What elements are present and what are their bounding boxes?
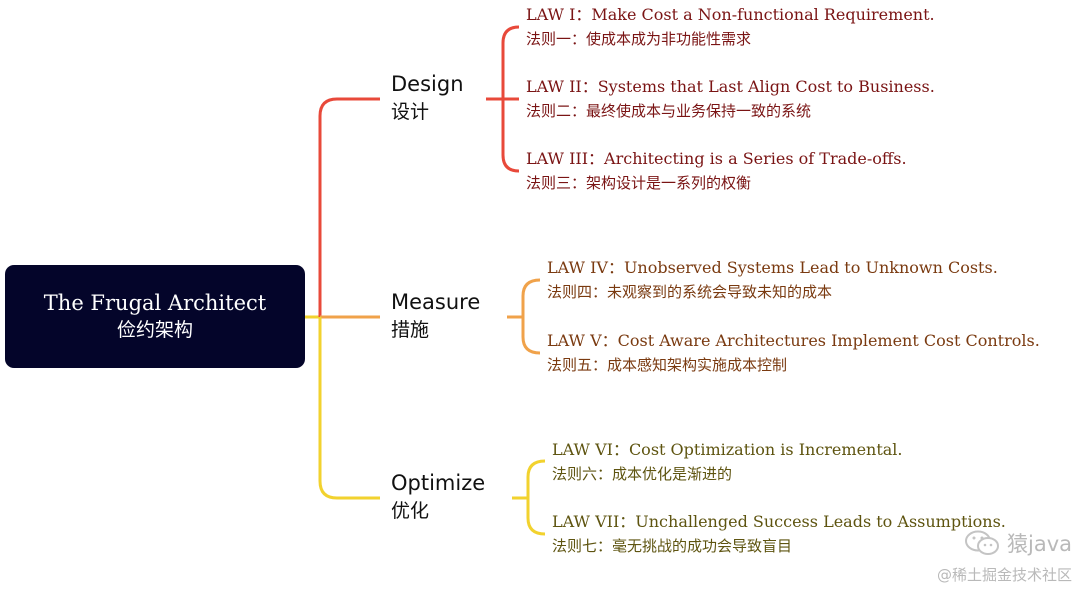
law-2-en: LAW II：Systems that Last Align Cost to B…	[526, 77, 935, 96]
law-7-zh: 法则七：毫无挑战的成功会导致盲目	[552, 537, 793, 555]
optimize-connector	[318, 317, 380, 500]
design-connector	[318, 97, 380, 317]
measure-bracket	[507, 278, 541, 355]
branch-measure-zh: 措施	[391, 319, 430, 341]
law-7-en: LAW VII：Unchallenged Success Leads to As…	[552, 512, 1006, 531]
branch-measure: Measure 措施	[391, 288, 480, 344]
law-1-en: LAW I：Make Cost a Non-functional Require…	[526, 5, 935, 24]
law-1-zh: 法则一：使成本成为非功能性需求	[526, 30, 752, 48]
design-bracket	[486, 25, 520, 173]
watermark-name: 猿java	[1007, 532, 1072, 556]
law-3-zh: 法则三：架构设计是一系列的权衡	[526, 174, 752, 192]
law-4: LAW IV：Unobserved Systems Lead to Unknow…	[547, 256, 998, 304]
watermark: 猿java @稀土掘金技术社区	[902, 528, 1072, 588]
watermark-site: @稀土掘金技术社区	[936, 566, 1072, 584]
branch-design-zh: 设计	[391, 101, 430, 123]
law-5-zh: 法则五：成本感知架构实施成本控制	[547, 356, 788, 374]
law-6: LAW VI：Cost Optimization is Incremental.…	[552, 438, 903, 486]
root-node: The Frugal Architect 俭约架构	[5, 265, 305, 368]
law-1: LAW I：Make Cost a Non-functional Require…	[526, 3, 935, 51]
law-5-en: LAW V：Cost Aware Architectures Implement…	[547, 331, 1040, 350]
law-5: LAW V：Cost Aware Architectures Implement…	[547, 329, 1040, 377]
branch-design-en: Design	[391, 72, 464, 96]
law-4-zh: 法则四：未观察到的系统会导致未知的成本	[547, 283, 833, 301]
law-6-zh: 法则六：成本优化是渐进的	[552, 465, 733, 483]
wechat-icon	[965, 530, 999, 555]
law-2-zh: 法则二：最终使成本与业务保持一致的系统	[526, 102, 812, 120]
branch-design: Design 设计	[391, 70, 464, 126]
root-title-zh: 俭约架构	[116, 318, 193, 341]
law-3-en: LAW III：Architecting is a Series of Trad…	[526, 149, 907, 168]
law-7: LAW VII：Unchallenged Success Leads to As…	[552, 510, 1006, 558]
law-2: LAW II：Systems that Last Align Cost to B…	[526, 75, 935, 123]
law-6-en: LAW VI：Cost Optimization is Incremental.	[552, 440, 903, 459]
root-title-en: The Frugal Architect	[43, 290, 267, 315]
optimize-bracket	[512, 459, 546, 536]
branch-optimize-en: Optimize	[391, 471, 486, 495]
branch-optimize-zh: 优化	[391, 500, 430, 522]
branch-measure-en: Measure	[391, 290, 481, 314]
branch-optimize: Optimize 优化	[391, 469, 485, 525]
law-3: LAW III：Architecting is a Series of Trad…	[526, 147, 907, 195]
law-4-en: LAW IV：Unobserved Systems Lead to Unknow…	[547, 258, 998, 277]
